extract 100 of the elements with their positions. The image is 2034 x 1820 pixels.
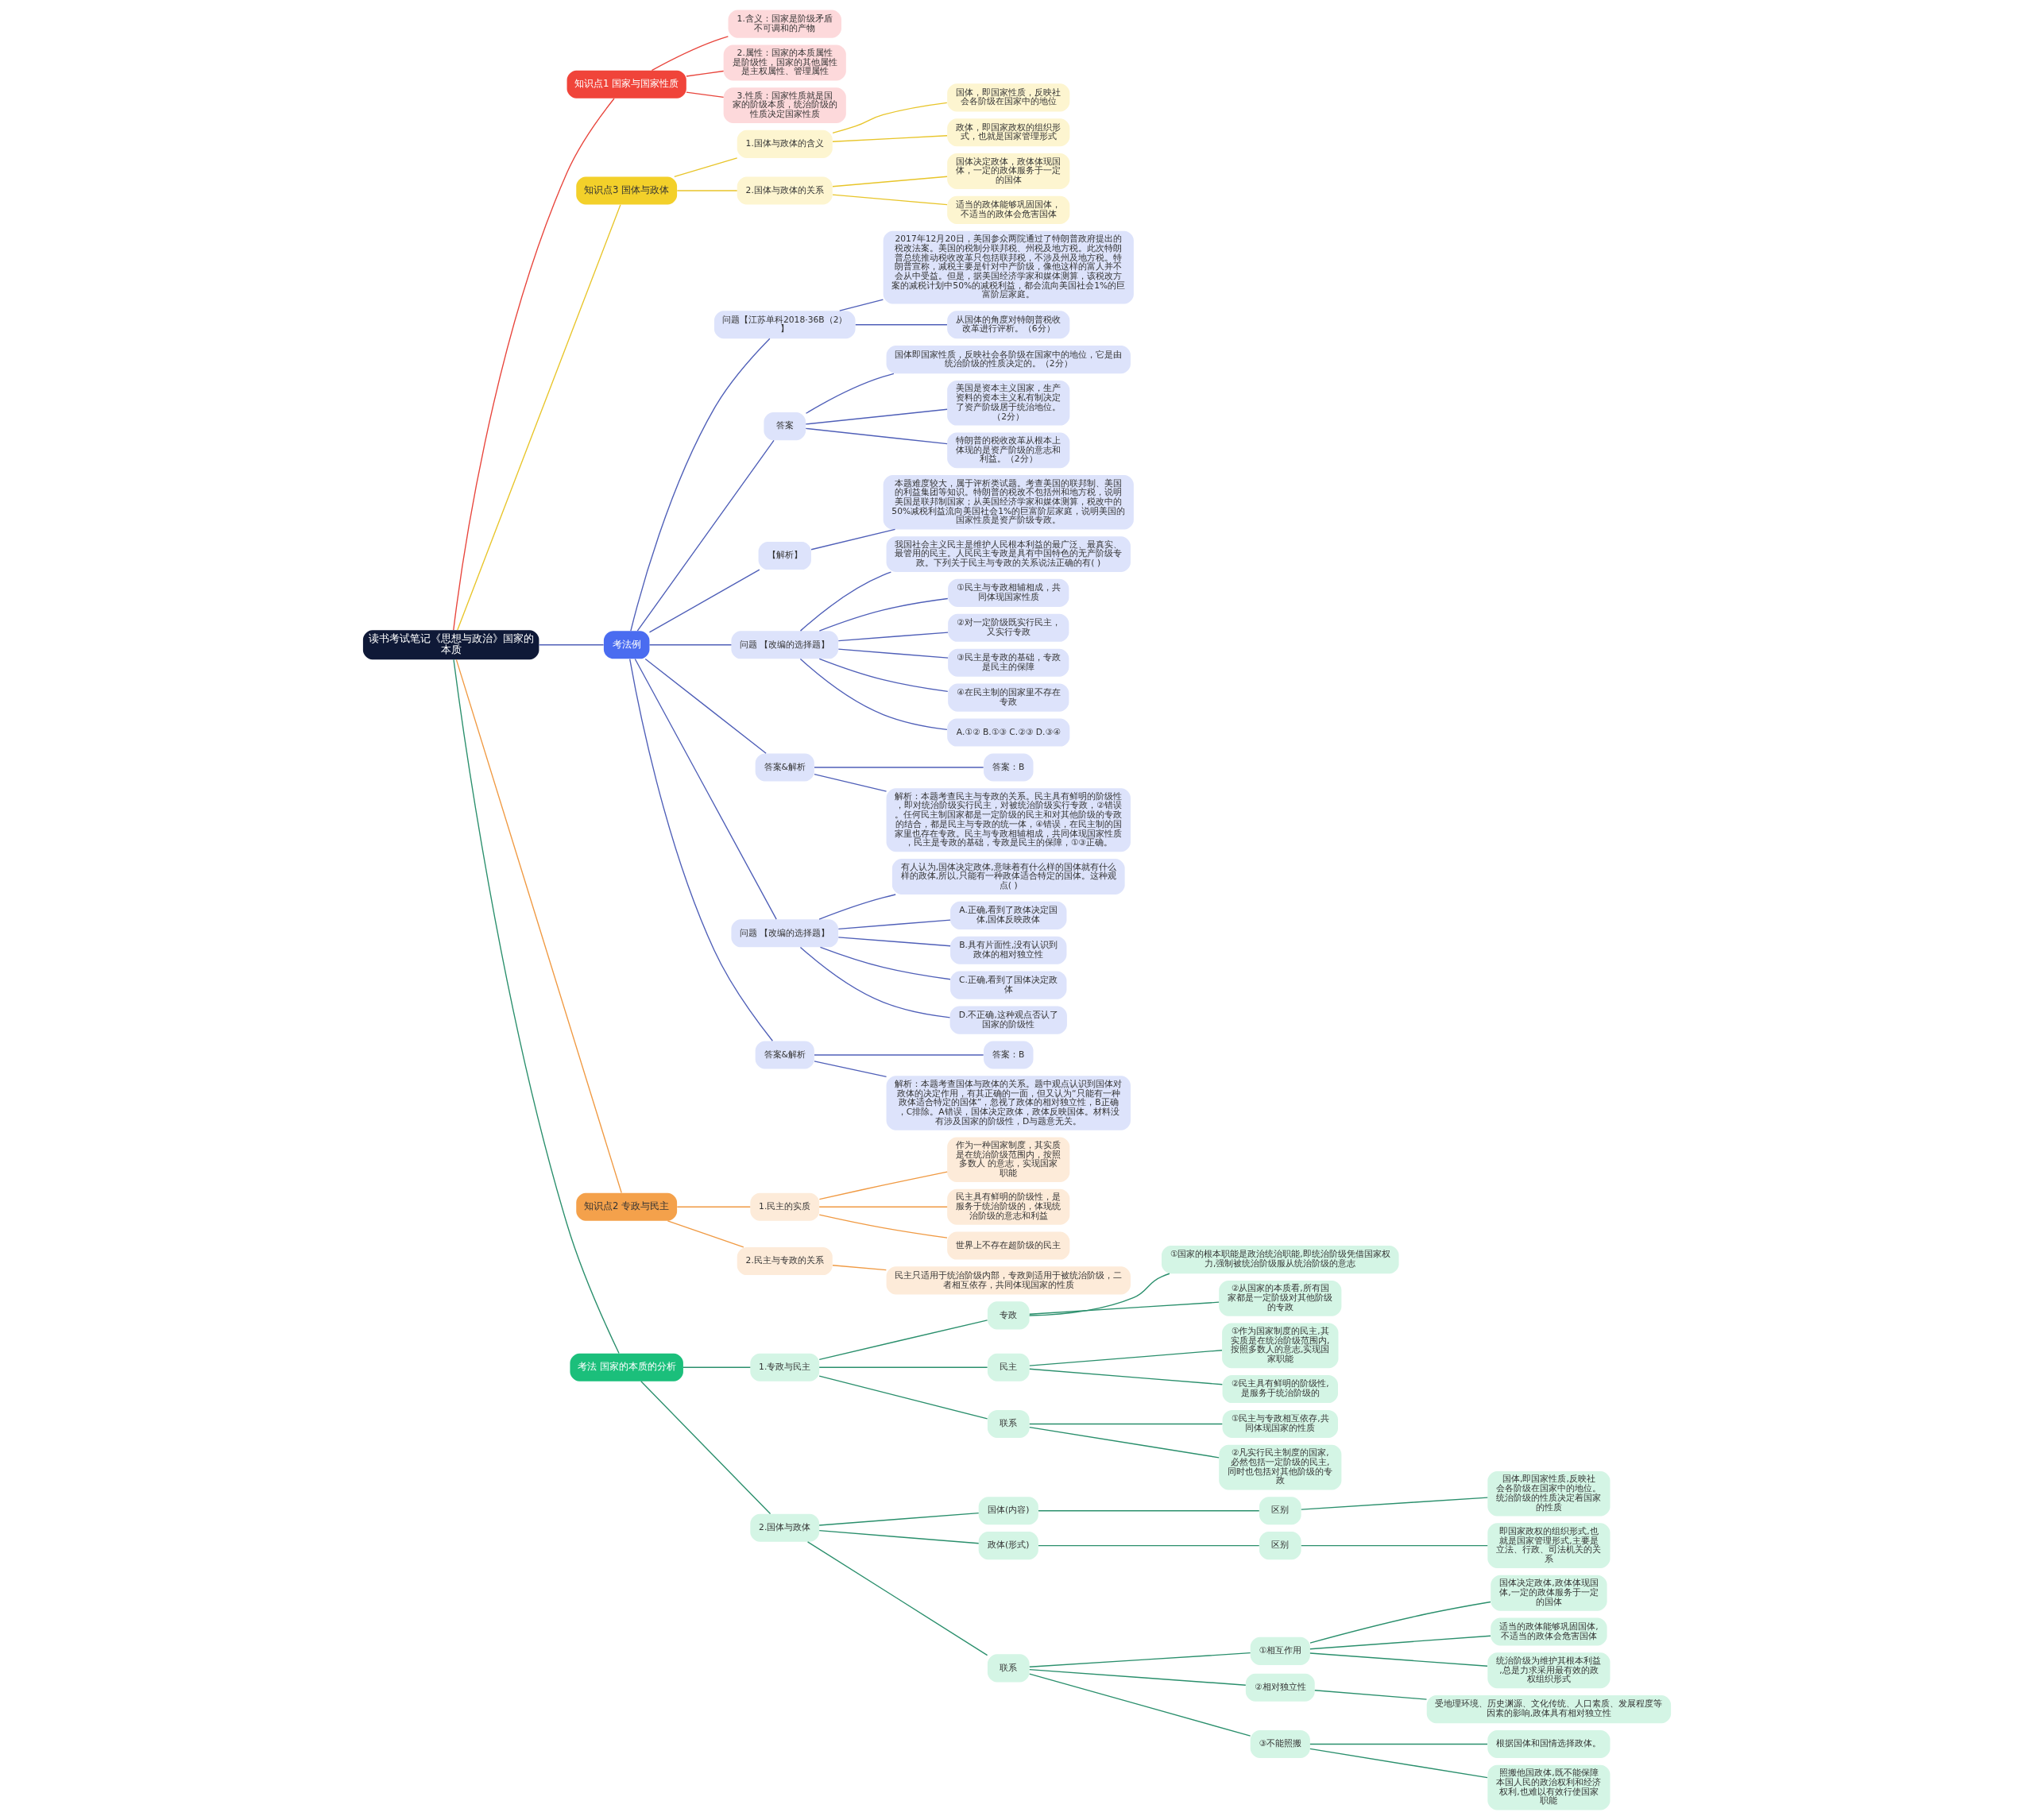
connector xyxy=(1309,1652,1488,1667)
connector xyxy=(1029,1669,1247,1686)
node-box: 2.国体与政体 xyxy=(750,1513,820,1542)
connector xyxy=(1029,1301,1220,1315)
connector xyxy=(832,176,948,187)
connector xyxy=(814,767,984,768)
connector xyxy=(818,597,949,632)
node-box: B.具有片面性,没有认识到政体的相对独立性 xyxy=(950,936,1067,964)
connector xyxy=(644,658,767,754)
node-box: 美国是资本主义国家，生产资料的资本主义私有制决定了资产阶级居于统治地位。（2分） xyxy=(947,381,1070,426)
node-box: ③不能照搬 xyxy=(1250,1729,1310,1759)
connector xyxy=(1301,1545,1488,1547)
node-box: 答案&解析 xyxy=(755,1041,814,1069)
node-box: 有人认为,国体决定政体,意味着有什么样的国体就有什么样的政体,所以,只能有一种政体适合特定的国体。这种观点( ) xyxy=(891,859,1125,895)
node-box: 国体即国家性质，反映社会各阶级在国家中的地位，它是由统治阶级的性质决定的。（2分） xyxy=(886,346,1131,374)
node-box: 受地理环境、历史渊源、文化传统、人口素质、发展程度等因素的影响,政体具有相对独立性 xyxy=(1426,1695,1672,1724)
node-box: 答案&解析 xyxy=(755,753,814,782)
connector xyxy=(676,190,738,191)
connector xyxy=(648,569,760,633)
node-box: 1.国体与政体的含义 xyxy=(737,129,833,158)
node-box: A.①② B.①③ C.②③ D.③④ xyxy=(947,718,1070,747)
connector xyxy=(799,946,951,1018)
connector xyxy=(686,91,725,99)
node-box: 国体(内容) xyxy=(978,1497,1038,1525)
node-box: 考法例 xyxy=(603,631,650,659)
node-box: 区别 xyxy=(1259,1497,1301,1525)
node-box: 统治阶级为维护其根本利益,总是力求采用最有效的政权组织形式 xyxy=(1487,1652,1611,1689)
connector xyxy=(818,1366,988,1368)
connector xyxy=(832,1265,887,1271)
connector xyxy=(818,1375,988,1420)
node-box: ①民主与专政相互依存,共同体现国家的性质 xyxy=(1222,1409,1338,1439)
node-box: 政体，即国家政权的组织形式，也就是国家管理形式 xyxy=(947,118,1070,147)
node-box: ①相互作用 xyxy=(1250,1636,1310,1665)
connector xyxy=(640,1381,771,1515)
node-box: 政体(形式) xyxy=(978,1532,1038,1560)
connector xyxy=(1029,1426,1220,1459)
node-box: 1.专政与民主 xyxy=(750,1353,820,1381)
node-box: 适当的政体能够巩固国体,不适当的政体会危害国体 xyxy=(1491,1617,1607,1646)
node-box: D.不正确,这种观点否认了国家的阶级性 xyxy=(949,1006,1067,1034)
node-box: 特朗普的税收改革从根本上体现的是资产阶级的意志和利益。（2分） xyxy=(947,432,1070,469)
node-box: 问题【江苏单科2018·36B（2）】 xyxy=(713,311,856,339)
node-box: 解析：本题考查民主与专政的关系。民主具有鲜明的阶级性，即对统治阶级实行民主，对被统治阶级实行专政，②错误。任何民主制国家都是一定阶级的民主和对其他阶级的专政的结合，都是民主与专政的统一体，④错误，在民主制的国家里也存在专政。民主与专政相辅相成，共同体现国家性质，民主是专政的基础，专政是民主的保障，①③正确。 xyxy=(886,788,1131,852)
connector xyxy=(839,299,884,311)
connector xyxy=(686,70,725,77)
node-box: 2017年12月20日，美国参众两院通过了特朗普政府提出的税改法案。美国的税制分联邦税、州税及地方税。此次特朗普总统推动税收改革只包括联邦税，不涉及州及地方税。特朗普宣称，减税主要是针对中产阶级，像他这样的富人并不会从中受益。但是，据美国经济学家和媒体测算，该税改方案的减税计划中50%的减税利益，都会流向美国社会1%的巨富阶层家庭。 xyxy=(883,230,1134,304)
node-box: 民主具有鲜明的阶级性，是服务于统治阶级的，体现统治阶级的意志和利益 xyxy=(947,1188,1070,1225)
node-box: 读书考试笔记《思想与政治》国家的本质 xyxy=(362,630,539,660)
node-box: 我国社会主义民主是维护人民根本利益的最广泛、最真实、最管用的民主。人民民主专政是具有中国特色的无产阶级专政。下列关于民主与专政的关系说法正确的有( ) xyxy=(886,536,1131,573)
connector xyxy=(648,644,733,646)
connector xyxy=(818,658,949,693)
connector xyxy=(819,946,951,980)
connector xyxy=(636,439,775,632)
node-box: ①国家的根本职能是政治统治职能,即统治阶级凭借国家权力,强制被统治阶级服从统治阶级的意志 xyxy=(1162,1246,1399,1274)
node-box: ②对一定阶级既实行民主，又实行专政 xyxy=(948,613,1069,642)
connector xyxy=(453,659,620,1354)
node-box: ②从国家的本质看,所有国家都是一定阶级对其他阶级的专政 xyxy=(1219,1280,1342,1316)
connector xyxy=(683,1366,751,1368)
connector xyxy=(814,1054,984,1056)
node-box: 世界上不存在超阶级的民主 xyxy=(947,1231,1070,1260)
connector xyxy=(1029,1350,1223,1366)
connector xyxy=(837,937,951,947)
connector xyxy=(818,1529,980,1544)
connector xyxy=(1309,1635,1491,1650)
node-box: ②相对独立性 xyxy=(1245,1673,1315,1702)
node-box: 答案：B xyxy=(984,753,1034,782)
connector xyxy=(667,1220,744,1248)
node-box: 专政 xyxy=(987,1301,1030,1330)
node-box: 考法 国家的本质的分析 xyxy=(570,1353,683,1381)
node-box: 答案 xyxy=(764,412,806,441)
node-box: 照搬他国政体,既不能保障本国人民的政治权利和经济权利,也难以有效行使国家职能 xyxy=(1487,1764,1611,1810)
connector xyxy=(1029,1368,1223,1385)
connector xyxy=(805,408,948,425)
node-box: ②凡实行民主制度的国家,必然包括一定阶级的民主,同时也包括对其他阶级的专政 xyxy=(1219,1444,1342,1490)
connector xyxy=(799,571,892,632)
node-box: 答案：B xyxy=(984,1041,1034,1069)
node-box: 联系 xyxy=(987,1654,1030,1683)
node-box: 从国体的角度对特朗普税收改革进行评析。（6分） xyxy=(947,311,1070,339)
node-box: 国体，即国家性质，反映社会各阶级在国家中的地位 xyxy=(947,83,1070,112)
connector xyxy=(818,1171,948,1200)
connector xyxy=(629,659,774,1041)
node-box: C.正确,看到了国体决定政体 xyxy=(950,971,1067,999)
connector xyxy=(810,528,896,551)
connector xyxy=(1301,1497,1488,1510)
node-box: 知识点1 国家与国家性质 xyxy=(567,70,686,99)
node-box: ①作为国家制度的民主,其实质是在统治阶级范围内,按照多数人的意志,实现国家职能 xyxy=(1222,1323,1339,1369)
connector xyxy=(674,157,738,178)
connector xyxy=(806,1541,988,1656)
node-box: ①民主与专政相辅相成，共同体现国家性质 xyxy=(948,578,1069,607)
node-box: ④在民主制的国家里不存在专政 xyxy=(948,683,1069,712)
connector xyxy=(538,644,605,646)
connector xyxy=(837,919,951,930)
connector xyxy=(1309,1748,1488,1779)
connector xyxy=(837,648,949,659)
connector xyxy=(457,203,621,631)
node-box: 1.民主的实质 xyxy=(750,1192,820,1221)
connector xyxy=(651,36,729,71)
connector xyxy=(676,1206,751,1208)
connector xyxy=(818,1320,988,1360)
connector xyxy=(1038,1545,1260,1547)
node-box: 区别 xyxy=(1259,1532,1301,1560)
